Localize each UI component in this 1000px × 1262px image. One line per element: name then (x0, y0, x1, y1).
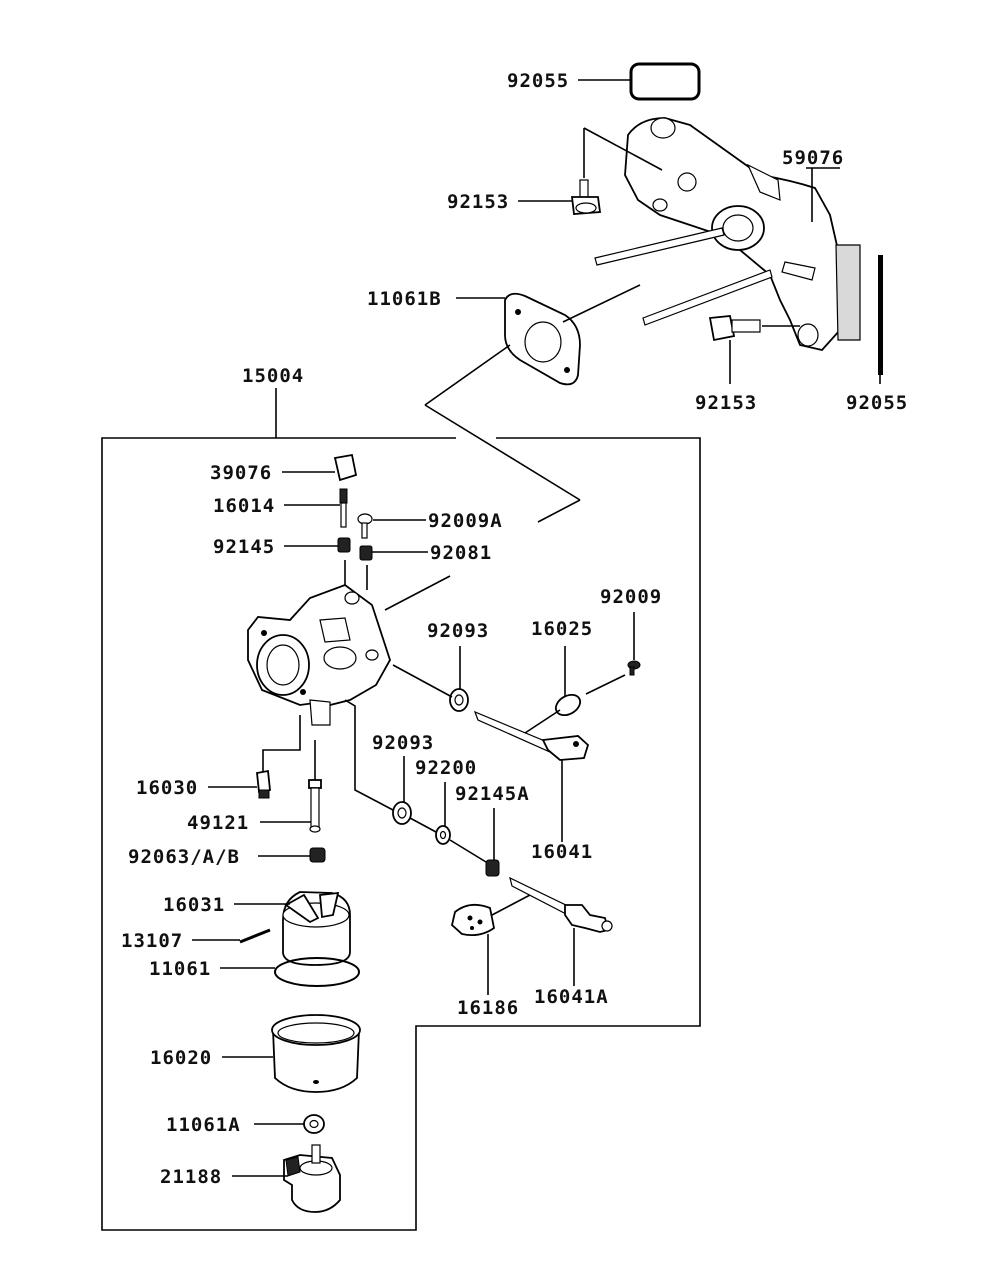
choke-shaft-16041A-part (509, 876, 613, 933)
label-59076: 59076 (782, 147, 844, 169)
label-16031: 16031 (163, 894, 225, 916)
label-92145A: 92145A (455, 783, 530, 805)
label-16041A: 16041A (534, 986, 609, 1008)
emulsion-tube-49121-part (308, 779, 322, 833)
label-16014: 16014 (213, 495, 275, 517)
label-92200: 92200 (415, 757, 477, 779)
carburetor-assembly-boundary (101, 437, 701, 1231)
label-11061B: 11061B (367, 288, 442, 310)
spring-92081-part (359, 545, 373, 561)
label-13107: 13107 (121, 930, 183, 952)
jet-92063-part (309, 847, 326, 863)
screw-92009A-part (357, 513, 373, 539)
pin-13107-part (239, 928, 271, 944)
label-11061: 11061 (149, 958, 211, 980)
label-16186: 16186 (457, 997, 519, 1019)
label-39076: 39076 (210, 462, 272, 484)
needle-16014-part (339, 488, 348, 528)
choke-knob-39076-part (333, 453, 358, 482)
label-16041: 16041 (531, 841, 593, 863)
nozzle-16030-part (256, 769, 271, 799)
seal-92093-top-part (449, 688, 469, 712)
spring-92145A-part (485, 859, 500, 877)
spring-92145-part (337, 537, 351, 553)
label-11061A: 11061A (166, 1114, 241, 1136)
label-92093-b: 92093 (372, 732, 434, 754)
gasket-92055-top-part (629, 62, 701, 101)
label-15004: 15004 (242, 365, 304, 387)
seal-92093-lower-part (392, 801, 412, 825)
washer-11061A-part (303, 1114, 325, 1134)
throttle-shaft-16041-part (473, 710, 590, 761)
label-92055-right: 92055 (846, 392, 908, 414)
bolt-92153-bottom-part (708, 315, 761, 342)
label-16020: 16020 (150, 1047, 212, 1069)
label-49121: 49121 (187, 812, 249, 834)
label-92145: 92145 (213, 536, 275, 558)
label-16030: 16030 (136, 777, 198, 799)
float-16031-part (282, 891, 351, 966)
float-bowl-16020-part (271, 1014, 361, 1093)
label-92009A: 92009A (428, 510, 503, 532)
carburetor-body-part (247, 560, 391, 726)
manifold-studs (594, 227, 773, 326)
label-92081: 92081 (430, 542, 492, 564)
bolt-92153-top-part (570, 179, 602, 215)
solenoid-21188-part (283, 1144, 341, 1213)
label-16025: 16025 (531, 618, 593, 640)
washer-92200-part (435, 825, 451, 845)
manifold-59076-part (624, 117, 861, 351)
label-92055-top: 92055 (507, 70, 569, 92)
o-ring-11061-part (274, 957, 360, 987)
gasket-92055-right-part (878, 255, 883, 375)
label-21188: 21188 (160, 1166, 222, 1188)
label-92009: 92009 (600, 586, 662, 608)
label-92093-a: 92093 (427, 620, 489, 642)
label-92153-top: 92153 (447, 191, 509, 213)
label-92153-bottom: 92153 (695, 392, 757, 414)
gasket-11061B-part (504, 292, 581, 386)
throttle-plate-16025-part (554, 693, 582, 717)
choke-plate-16186-part (451, 903, 495, 937)
screw-92009-part (627, 660, 641, 676)
label-92063: 92063/A/B (128, 846, 240, 868)
